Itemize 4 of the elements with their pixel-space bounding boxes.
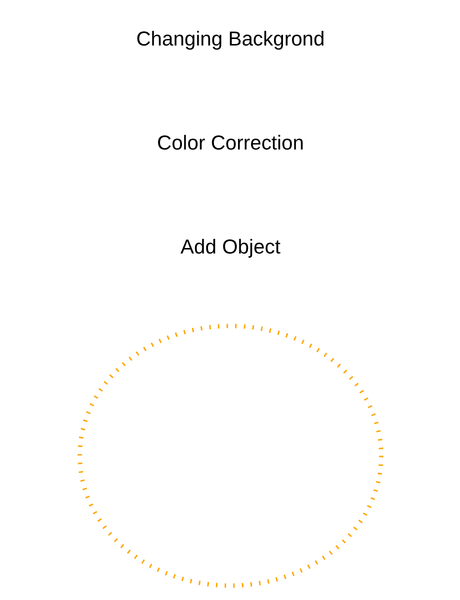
label: Changing Backgrond xyxy=(136,28,324,51)
label: Color Correction xyxy=(156,132,304,155)
node-circle xyxy=(77,324,383,588)
label: Add Object xyxy=(180,236,280,258)
